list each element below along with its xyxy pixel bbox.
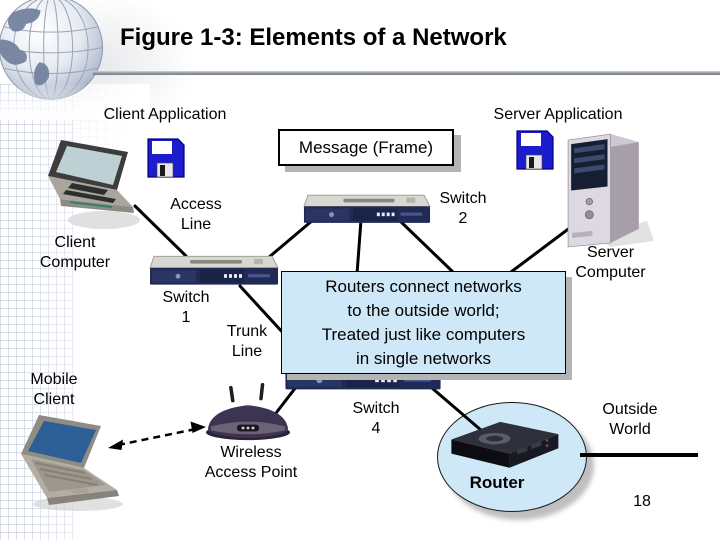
page-title: Figure 1-3: Elements of a Network (120, 24, 507, 51)
trunk-line-label: Trunk Line (226, 323, 268, 360)
page-number: 18 (633, 493, 651, 510)
switch-4-label: Switch 4 (352, 400, 400, 437)
message-frame-box: Message (Frame) (278, 129, 454, 166)
wireless-access-point-icon (206, 382, 290, 441)
mobile-client-icon (21, 415, 123, 511)
callout-line: Treated just like computers (321, 324, 526, 344)
mobile-client-label: Mobile Client (30, 371, 78, 408)
server-computer-label: Server Computer (575, 244, 646, 281)
floppy-disk-icon (516, 130, 554, 170)
callout-line: Routers connect networks (325, 276, 522, 296)
switch-1-label: Switch 1 (162, 289, 210, 326)
client-computer-icon (48, 140, 140, 229)
router-icon (451, 421, 559, 468)
switch-2-icon (303, 194, 431, 223)
outside-world-label: Outside World (602, 401, 658, 438)
server-computer-icon (567, 133, 654, 248)
client-computer-label: Client Computer (39, 234, 111, 271)
router-label: Router (469, 473, 525, 492)
wireless-access-point-label: Wireless Access Point (204, 444, 298, 481)
router-callout-box: Routers connect networks to the outside … (281, 271, 566, 374)
client-application-label: Client Application (103, 106, 227, 123)
access-line-label: Access Line (170, 196, 222, 233)
title-divider (93, 71, 720, 75)
message-frame-label: Message (Frame) (298, 137, 434, 157)
callout-line: in single networks (355, 348, 492, 368)
switch-1-icon (149, 255, 279, 285)
switch-2-label: Switch 2 (439, 190, 487, 227)
globe-logo-icon (0, 0, 116, 120)
callout-line: to the outside world; (347, 300, 500, 320)
floppy-disk-icon (147, 138, 185, 178)
server-application-label: Server Application (493, 106, 623, 123)
